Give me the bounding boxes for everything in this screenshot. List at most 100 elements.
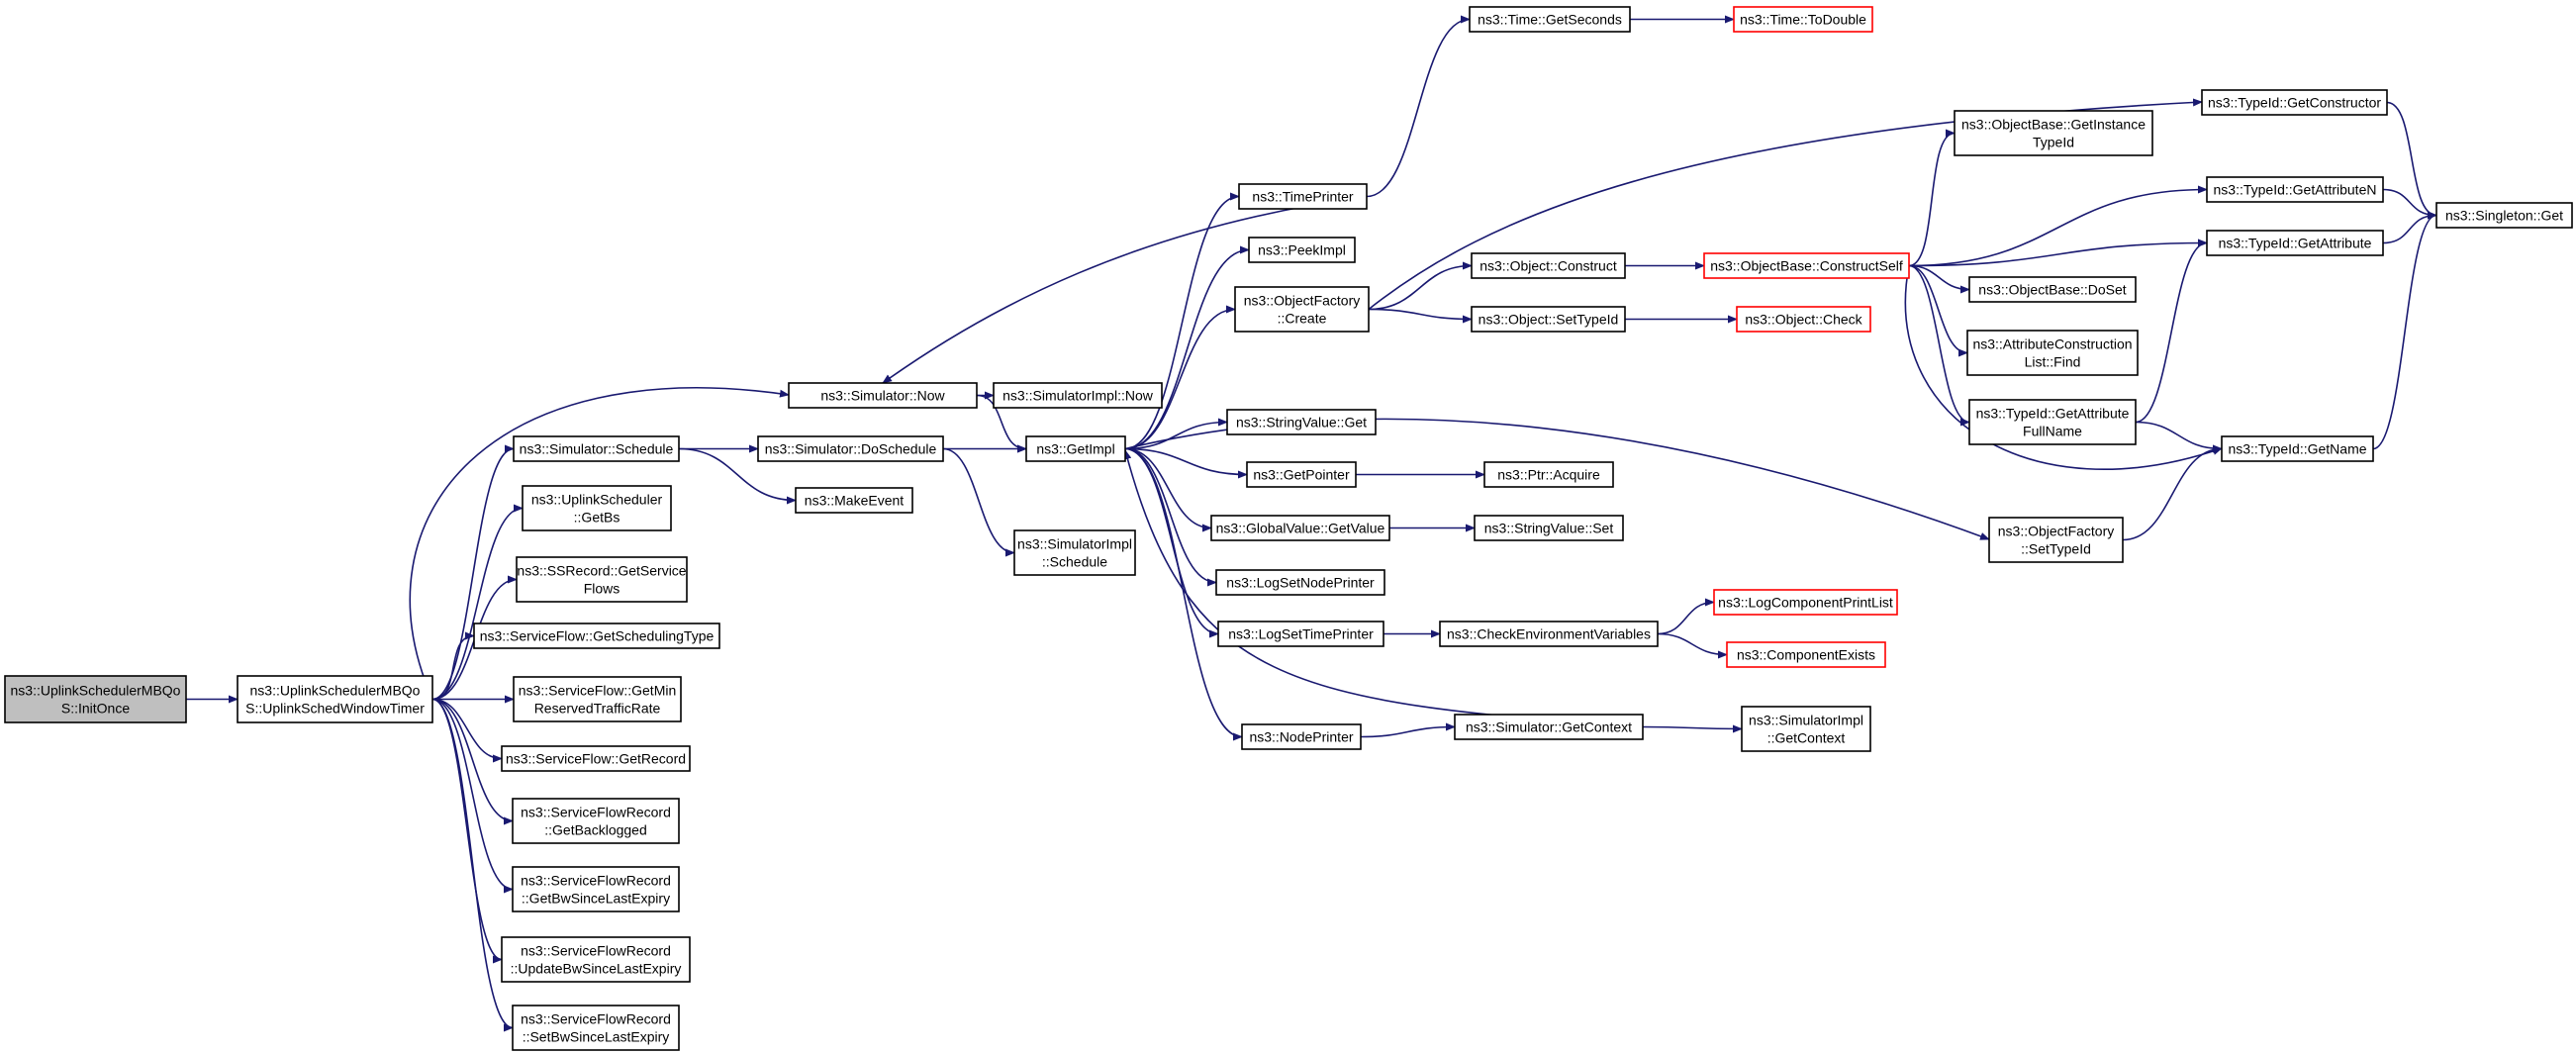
node-time-getseconds[interactable]: ns3::Time::GetSeconds [1469,6,1631,33]
node-typeid-getname[interactable]: ns3::TypeId::GetName [2221,435,2374,462]
edge-objfactory-create-to-object-settypeid [1368,308,1473,324]
node-box [1025,435,1126,462]
edge-windowtimer-to-sim-schedule [431,444,515,701]
edge-windowtimer-to-sim-now [409,387,790,700]
node-objfactory-settypeid[interactable]: ns3::ObjectFactory::SetTypeId [1988,517,2124,563]
node-object-settypeid[interactable]: ns3::Object::SetTypeId [1471,306,1626,333]
node-box [1234,286,1370,333]
edge-typeid-getattributefullname-to-typeid-getattribute [2135,239,2208,424]
node-label: ns3::SimulatorImpl [1017,536,1132,552]
node-stringvalue-set[interactable]: ns3::StringValue::Set [1474,515,1624,541]
node-label: ns3::GetImpl [1036,441,1114,457]
edge-windowtimer-to-sfr-backlogged [431,698,514,825]
node-label: ns3::Singleton::Get [2445,208,2563,224]
node-getbs[interactable]: ns3::UplinkScheduler::GetBs [522,485,672,531]
node-box [1733,6,1873,33]
edge-objectbase-constructself-to-attrconstructionlist-find [1908,264,1968,357]
edge-doschedule-to-simimpl-schedule [942,447,1015,557]
node-box [516,556,688,603]
node-label: ::UpdateBwSinceLastExpiry [511,961,682,977]
node-label: ns3::TypeId::GetAttribute [2219,236,2372,251]
node-label: ns3::ObjectFactory [1998,524,2115,539]
node-box [788,382,978,409]
node-label: ::SetBwSinceLastExpiry [523,1029,670,1045]
node-windowtimer[interactable]: ns3::UplinkSchedulerMBQoS::UplinkSchedWi… [237,675,433,723]
node-componentexists[interactable]: ns3::ComponentExists [1726,641,1886,668]
node-box [1238,183,1368,210]
node-typeid-getattributen[interactable]: ns3::TypeId::GetAttributeN [2206,176,2384,203]
node-box [512,1005,680,1051]
node-ptr-acquire[interactable]: ns3::Ptr::Acquire [1483,461,1614,488]
node-box [1217,621,1384,647]
node-typeid-getconstructor[interactable]: ns3::TypeId::GetConstructor [2201,89,2388,116]
node-box [1469,6,1631,33]
node-makeevent[interactable]: ns3::MakeEvent [795,487,913,514]
node-sim-schedule[interactable]: ns3::Simulator::Schedule [513,435,680,462]
node-layer: ns3::UplinkSchedulerMBQoS::InitOncens3::… [4,6,2573,1051]
node-label: ns3::ObjectBase::DoSet [1978,282,2127,298]
node-box [513,676,682,722]
node-checkenv[interactable]: ns3::CheckEnvironmentVariables [1439,621,1659,647]
node-box [512,798,680,844]
node-sim-now[interactable]: ns3::Simulator::Now [788,382,978,409]
node-label: ns3::LogSetTimePrinter [1228,626,1374,642]
edge-typeid-getattributefullname-to-typeid-getname [2135,421,2223,453]
node-simimpl-schedule[interactable]: ns3::SimulatorImpl::Schedule [1013,529,1136,576]
node-nodeprinter[interactable]: ns3::NodePrinter [1241,723,1362,750]
node-logcomponentprintlist[interactable]: ns3::LogComponentPrintList [1713,589,1898,616]
node-objfactory-create[interactable]: ns3::ObjectFactory::Create [1234,286,1370,333]
node-box [1013,529,1136,576]
node-logsetnodeprinter[interactable]: ns3::LogSetNodePrinter [1215,569,1385,596]
edge-getimpl-to-getpointer [1124,447,1248,479]
node-objectbase-doset[interactable]: ns3::ObjectBase::DoSet [1968,276,2137,303]
node-stringvalue-get[interactable]: ns3::StringValue::Get [1226,409,1377,435]
node-sim-getcontext[interactable]: ns3::Simulator::GetContext [1454,714,1644,740]
edge-windowtimer-to-sfr-getbwsince [431,698,514,894]
node-label: ReservedTrafficRate [534,701,661,717]
node-objectbase-constructself[interactable]: ns3::ObjectBase::ConstructSelf [1703,252,1910,279]
node-label: ns3::ServiceFlow::GetSchedulingType [480,628,715,644]
edge-windowtimer-to-sfr-setbw [431,698,514,1032]
node-box [1968,399,2137,445]
node-object-construct[interactable]: ns3::Object::Construct [1471,252,1626,279]
node-globalvalue-get[interactable]: ns3::GlobalValue::GetValue [1210,515,1390,541]
node-sfr-backlogged[interactable]: ns3::ServiceFlowRecord::GetBacklogged [512,798,680,844]
node-time-todouble[interactable]: ns3::Time::ToDouble [1733,6,1873,33]
node-label: ns3::TimePrinter [1252,189,1354,205]
node-sfr-setbw[interactable]: ns3::ServiceFlowRecord::SetBwSinceLastEx… [512,1005,680,1051]
node-box [1471,306,1626,333]
node-label: ns3::StringValue::Set [1484,521,1614,536]
edge-objectbase-constructself-to-objectbase-getinstancetypeid [1908,129,1956,267]
edge-windowtimer-to-sfr-updatebw [431,698,503,964]
node-simimpl-now[interactable]: ns3::SimulatorImpl::Now [993,382,1163,409]
node-sfr-getbwsince[interactable]: ns3::ServiceFlowRecord::GetBwSinceLastEx… [512,866,680,912]
node-label: ns3::NodePrinter [1249,729,1353,745]
node-simimpl-getcontext[interactable]: ns3::SimulatorImpl::GetContext [1741,706,1871,752]
node-getimpl[interactable]: ns3::GetImpl [1025,435,1126,462]
node-typeid-getattribute[interactable]: ns3::TypeId::GetAttribute [2206,230,2384,256]
node-box [1471,252,1626,279]
node-sf-getrecord[interactable]: ns3::ServiceFlow::GetRecord [501,745,691,772]
edge-getimpl-to-stringvalue-get [1124,418,1228,450]
node-sf-minrate[interactable]: ns3::ServiceFlow::GetMinReservedTrafficR… [513,676,682,722]
edge-typeid-getattribute-to-singleton-get [2382,211,2437,244]
node-label: ns3::TypeId::GetName [2228,441,2366,457]
node-getpointer[interactable]: ns3::GetPointer [1246,461,1357,488]
node-timeprinter[interactable]: ns3::TimePrinter [1238,183,1368,210]
node-label: ns3::ServiceFlowRecord [521,943,671,959]
node-object-check[interactable]: ns3::Object::Check [1736,306,1871,333]
node-label: S::InitOnce [61,701,130,717]
node-doschedule[interactable]: ns3::Simulator::DoSchedule [757,435,944,462]
node-label: ns3::ServiceFlowRecord [521,805,671,820]
node-peekimpl[interactable]: ns3::PeekImpl [1248,237,1356,263]
node-sfr-updatebw[interactable]: ns3::ServiceFlowRecord::UpdateBwSinceLas… [501,936,691,983]
node-logsettimeprinter[interactable]: ns3::LogSetTimePrinter [1217,621,1384,647]
node-label: ::Schedule [1042,554,1107,570]
node-sf-schedtype[interactable]: ns3::ServiceFlow::GetSchedulingType [473,623,720,649]
node-singleton-get[interactable]: ns3::Singleton::Get [2435,202,2573,229]
